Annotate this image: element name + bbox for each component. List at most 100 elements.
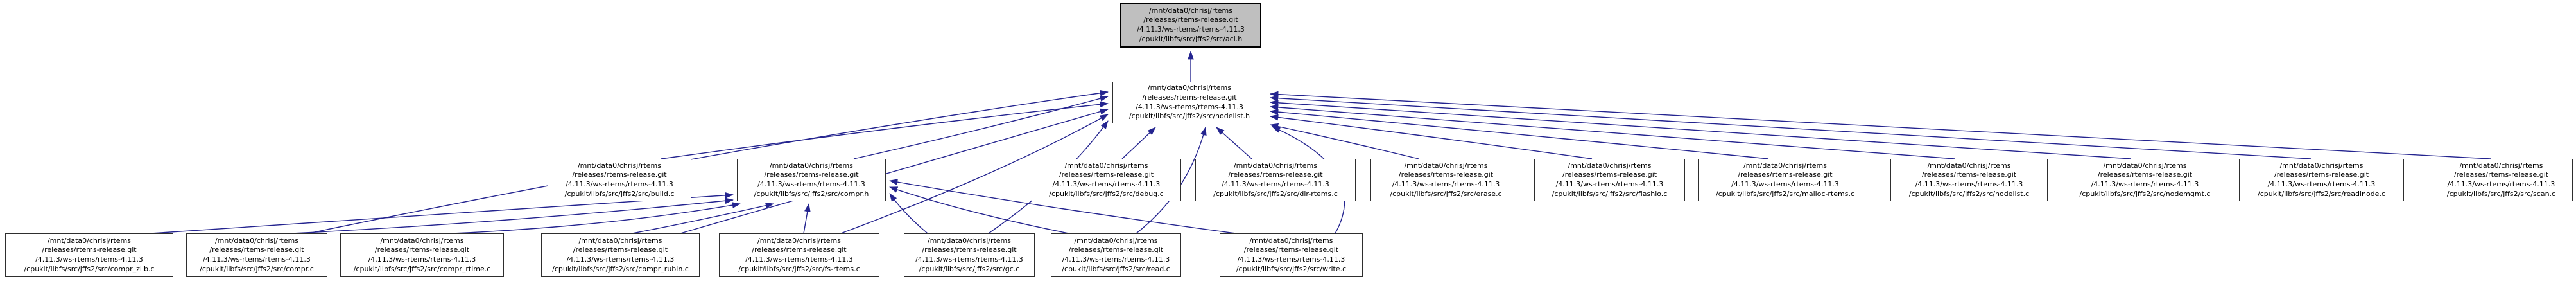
node-path-line: /mnt/data0/chrisj/rtems xyxy=(757,236,842,245)
node-path-line: /cpukit/libfs/src/jffs2/src/nodelist.h xyxy=(1128,112,1250,121)
node-path-line: /4.11.3/ws-rtems/rtems-4.11.3 xyxy=(1062,255,1170,264)
edge-compr-rubin-c-to-compr-h xyxy=(632,202,774,234)
node-path-line: /releases/rtems-release.git xyxy=(1068,246,1164,255)
node-path-line: /cpukit/libfs/src/jffs2/src/malloc-rtems… xyxy=(1715,189,1855,198)
graph-node-read-c[interactable]: /mnt/data0/chrisj/rtems/releases/rtems-r… xyxy=(1051,233,1181,277)
node-path-line: /4.11.3/ws-rtems/rtems-4.11.3 xyxy=(1222,180,1329,188)
node-path-line: /cpukit/libfs/src/jffs2/src/scan.c xyxy=(2446,189,2556,198)
edge-malloc-rtems-c-to-nodelist-h xyxy=(1270,109,1769,159)
graph-node-acl-h[interactable]: /mnt/data0/chrisj/rtems/releases/rtems-r… xyxy=(1120,3,1261,48)
graph-node-nodemgmt-c[interactable]: /mnt/data0/chrisj/rtems/releases/rtems-r… xyxy=(2066,159,2224,201)
graph-node-nodelist-c[interactable]: /mnt/data0/chrisj/rtems/releases/rtems-r… xyxy=(1890,159,2048,201)
node-path-line: /releases/rtems-release.git xyxy=(42,246,137,255)
node-path-line: /releases/rtems-release.git xyxy=(1059,170,1154,179)
node-path-line: /4.11.3/ws-rtems/rtems-4.11.3 xyxy=(203,255,311,264)
node-path-line: /mnt/data0/chrisj/rtems xyxy=(1743,161,1828,170)
graph-node-compr-h[interactable]: /mnt/data0/chrisj/rtems/releases/rtems-r… xyxy=(737,159,886,201)
node-path-line: /mnt/data0/chrisj/rtems xyxy=(1568,161,1652,170)
node-path-line: /releases/rtems-release.git xyxy=(573,246,668,255)
edge-compr-c-to-nodelist-h xyxy=(307,89,1109,234)
node-path-line: /4.11.3/ws-rtems/rtems-4.11.3 xyxy=(2091,180,2199,188)
node-path-line: /cpukit/libfs/src/jffs2/src/gc.c xyxy=(919,264,1020,273)
node-path-line: /cpukit/libfs/src/jffs2/src/compr_rtime.… xyxy=(353,264,491,273)
edge-compr-c-to-compr-h xyxy=(291,197,734,234)
graph-node-scan-c[interactable]: /mnt/data0/chrisj/rtems/releases/rtems-r… xyxy=(2430,159,2573,201)
node-path-line: /releases/rtems-release.git xyxy=(1142,93,1237,102)
graph-node-compr-rtime-c[interactable]: /mnt/data0/chrisj/rtems/releases/rtems-r… xyxy=(340,233,504,277)
node-path-line: /mnt/data0/chrisj/rtems xyxy=(577,161,662,170)
node-path-line: /mnt/data0/chrisj/rtems xyxy=(2459,161,2543,170)
graph-node-write-c[interactable]: /mnt/data0/chrisj/rtems/releases/rtems-r… xyxy=(1220,233,1363,277)
node-path-line: /cpukit/libfs/src/jffs2/src/dir-rtems.c xyxy=(1213,189,1338,198)
node-path-line: /cpukit/libfs/src/jffs2/src/fs-rtems.c xyxy=(738,264,860,273)
node-path-line: /releases/rtems-release.git xyxy=(1243,246,1339,255)
graph-node-debug-c[interactable]: /mnt/data0/chrisj/rtems/releases/rtems-r… xyxy=(1032,159,1181,201)
node-path-line: /4.11.3/ws-rtems/rtems-4.11.3 xyxy=(566,180,673,188)
node-path-line: /cpukit/libfs/src/jffs2/src/nodemgmt.c xyxy=(2079,189,2211,198)
graph-node-compr-rubin-c[interactable]: /mnt/data0/chrisj/rtems/releases/rtems-r… xyxy=(541,233,700,277)
node-path-line: /mnt/data0/chrisj/rtems xyxy=(1404,161,1488,170)
edge-readinode-c-to-nodelist-h xyxy=(1270,95,2312,159)
node-path-line: /mnt/data0/chrisj/rtems xyxy=(47,236,132,245)
node-path-line: /4.11.3/ws-rtems/rtems-4.11.3 xyxy=(915,255,1023,264)
node-path-line: /cpukit/libfs/src/jffs2/src/nodelist.c xyxy=(1908,189,2030,198)
node-path-line: /mnt/data0/chrisj/rtems xyxy=(1148,6,1233,15)
graph-node-fs-rtems-c[interactable]: /mnt/data0/chrisj/rtems/releases/rtems-r… xyxy=(719,233,879,277)
node-path-line: /releases/rtems-release.git xyxy=(764,170,859,179)
node-path-line: /cpukit/libfs/src/jffs2/src/erase.c xyxy=(1390,189,1502,198)
graph-node-gc-c[interactable]: /mnt/data0/chrisj/rtems/releases/rtems-r… xyxy=(904,233,1035,277)
node-path-line: /releases/rtems-release.git xyxy=(2097,170,2193,179)
node-path-line: /mnt/data0/chrisj/rtems xyxy=(380,236,464,245)
node-path-line: /releases/rtems-release.git xyxy=(572,170,667,179)
node-path-line: /cpukit/libfs/src/jffs2/src/compr.c xyxy=(200,264,314,273)
graph-node-dir-rtems-c[interactable]: /mnt/data0/chrisj/rtems/releases/rtems-r… xyxy=(1195,159,1356,201)
node-path-line: /mnt/data0/chrisj/rtems xyxy=(214,236,299,245)
node-path-line: /releases/rtems-release.git xyxy=(1738,170,1833,179)
node-path-line: /cpukit/libfs/src/jffs2/src/compr_rubin.… xyxy=(552,264,689,273)
graph-node-erase-c[interactable]: /mnt/data0/chrisj/rtems/releases/rtems-r… xyxy=(1370,159,1521,201)
node-path-line: /releases/rtems-release.git xyxy=(922,246,1017,255)
graph-node-readinode-c[interactable]: /mnt/data0/chrisj/rtems/releases/rtems-r… xyxy=(2239,159,2404,201)
node-path-line: /4.11.3/ws-rtems/rtems-4.11.3 xyxy=(1137,25,1245,33)
edge-build-c-to-nodelist-h xyxy=(661,101,1109,159)
graph-node-compr-zlib-c[interactable]: /mnt/data0/chrisj/rtems/releases/rtems-r… xyxy=(5,233,173,277)
node-path-line: /releases/rtems-release.git xyxy=(1143,15,1238,24)
edge-nodelist-c-to-nodelist-h xyxy=(1270,104,1955,159)
graph-node-compr-c[interactable]: /mnt/data0/chrisj/rtems/releases/rtems-r… xyxy=(186,233,327,277)
graph-node-build-c[interactable]: /mnt/data0/chrisj/rtems/releases/rtems-r… xyxy=(548,159,691,201)
node-path-line: /4.11.3/ws-rtems/rtems-4.11.3 xyxy=(1237,255,1345,264)
node-path-line: /mnt/data0/chrisj/rtems xyxy=(1147,84,1232,93)
node-path-line: /mnt/data0/chrisj/rtems xyxy=(1064,161,1148,170)
edge-compr-h-to-nodelist-h xyxy=(853,95,1109,159)
node-path-line: /cpukit/libfs/src/jffs2/src/debug.c xyxy=(1049,189,1164,198)
node-path-line: /4.11.3/ws-rtems/rtems-4.11.3 xyxy=(1392,180,1500,188)
node-path-line: /mnt/data0/chrisj/rtems xyxy=(769,161,854,170)
edge-nodemgmt-c-to-nodelist-h xyxy=(1270,99,2132,159)
edge-compr-rtime-c-to-compr-h xyxy=(452,202,741,234)
node-path-line: /4.11.3/ws-rtems/rtems-4.11.3 xyxy=(2447,180,2555,188)
graph-node-flashio-c[interactable]: /mnt/data0/chrisj/rtems/releases/rtems-r… xyxy=(1534,159,1685,201)
node-path-line: /4.11.3/ws-rtems/rtems-4.11.3 xyxy=(757,180,865,188)
node-path-line: /4.11.3/ws-rtems/rtems-4.11.3 xyxy=(1731,180,1839,188)
edge-flashio-c-to-nodelist-h xyxy=(1270,114,1593,159)
graph-node-nodelist-h[interactable]: /mnt/data0/chrisj/rtems/releases/rtems-r… xyxy=(1112,82,1266,123)
node-path-line: /mnt/data0/chrisj/rtems xyxy=(927,236,1012,245)
graph-node-malloc-rtems-c[interactable]: /mnt/data0/chrisj/rtems/releases/rtems-r… xyxy=(1698,159,1872,201)
node-path-line: /releases/rtems-release.git xyxy=(209,246,304,255)
node-path-line: /mnt/data0/chrisj/rtems xyxy=(578,236,662,245)
node-path-line: /4.11.3/ws-rtems/rtems-4.11.3 xyxy=(35,255,143,264)
node-path-line: /cpukit/libfs/src/jffs2/src/compr.h xyxy=(754,189,869,198)
node-path-line: /mnt/data0/chrisj/rtems xyxy=(2279,161,2364,170)
node-path-line: /4.11.3/ws-rtems/rtems-4.11.3 xyxy=(2267,180,2376,188)
node-path-line: /releases/rtems-release.git xyxy=(2453,170,2549,179)
node-path-line: /cpukit/libfs/src/jffs2/src/flashio.c xyxy=(1552,189,1668,198)
node-path-line: /4.11.3/ws-rtems/rtems-4.11.3 xyxy=(1052,180,1161,188)
edge-dir-rtems-c-to-nodelist-h xyxy=(1216,127,1252,159)
node-path-line: /4.11.3/ws-rtems/rtems-4.11.3 xyxy=(566,255,675,264)
node-path-line: /releases/rtems-release.git xyxy=(1562,170,1657,179)
node-path-line: /4.11.3/ws-rtems/rtems-4.11.3 xyxy=(745,255,853,264)
node-path-line: /4.11.3/ws-rtems/rtems-4.11.3 xyxy=(1555,180,1664,188)
node-path-line: /4.11.3/ws-rtems/rtems-4.11.3 xyxy=(1136,102,1243,111)
node-path-line: /mnt/data0/chrisj/rtems xyxy=(1233,161,1318,170)
